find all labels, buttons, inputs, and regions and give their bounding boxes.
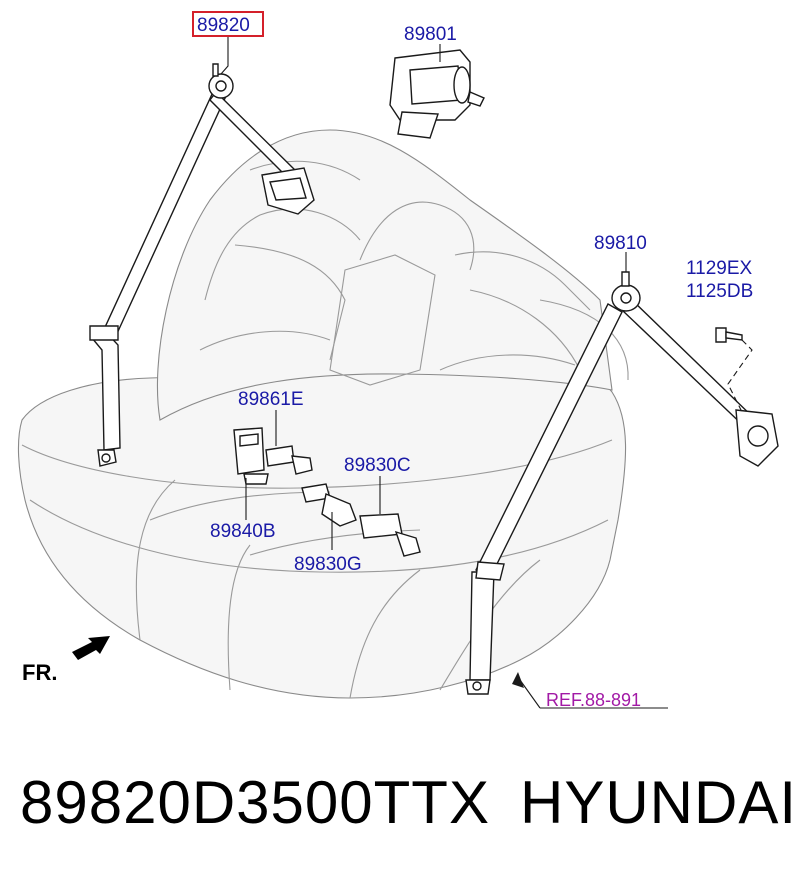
part-number: 89820D3500TTX (20, 769, 490, 836)
label-1125db[interactable]: 1125DB (686, 281, 753, 302)
label-89801[interactable]: 89801 (404, 24, 457, 45)
retractor-89801[interactable] (389, 49, 485, 139)
buckle-89861e[interactable] (265, 445, 313, 475)
front-direction-indicator: FR. (22, 636, 110, 685)
buckle-89830c[interactable] (359, 513, 421, 557)
left-seat-belt-89820[interactable] (89, 63, 315, 467)
brand-name: HYUNDAI (520, 769, 798, 836)
label-89840b[interactable]: 89840B (210, 521, 276, 542)
label-89810[interactable]: 89810 (594, 233, 647, 254)
highlight-box (192, 11, 264, 37)
right-seat-belt-89810[interactable] (465, 271, 779, 695)
buckle-89830g[interactable] (301, 483, 357, 527)
seat-belt-parts-diagram: 89820 89801 89810 1129EX 1125DB 89861E 8… (17, 11, 779, 710)
label-89830c[interactable]: 89830C (344, 455, 411, 476)
label-ref-88-891[interactable]: REF.88-891 (546, 690, 641, 710)
buckle-89840b[interactable] (233, 427, 269, 485)
bolt-1129ex-1125db[interactable] (715, 327, 743, 343)
front-label: FR. (22, 660, 57, 685)
label-89861e[interactable]: 89861E (238, 389, 304, 410)
label-89830g[interactable]: 89830G (294, 554, 362, 575)
label-1129ex[interactable]: 1129EX (686, 258, 753, 279)
label-89820[interactable]: 89820 (197, 15, 250, 36)
leader-lines (220, 36, 668, 709)
front-arrow-icon (72, 636, 110, 660)
